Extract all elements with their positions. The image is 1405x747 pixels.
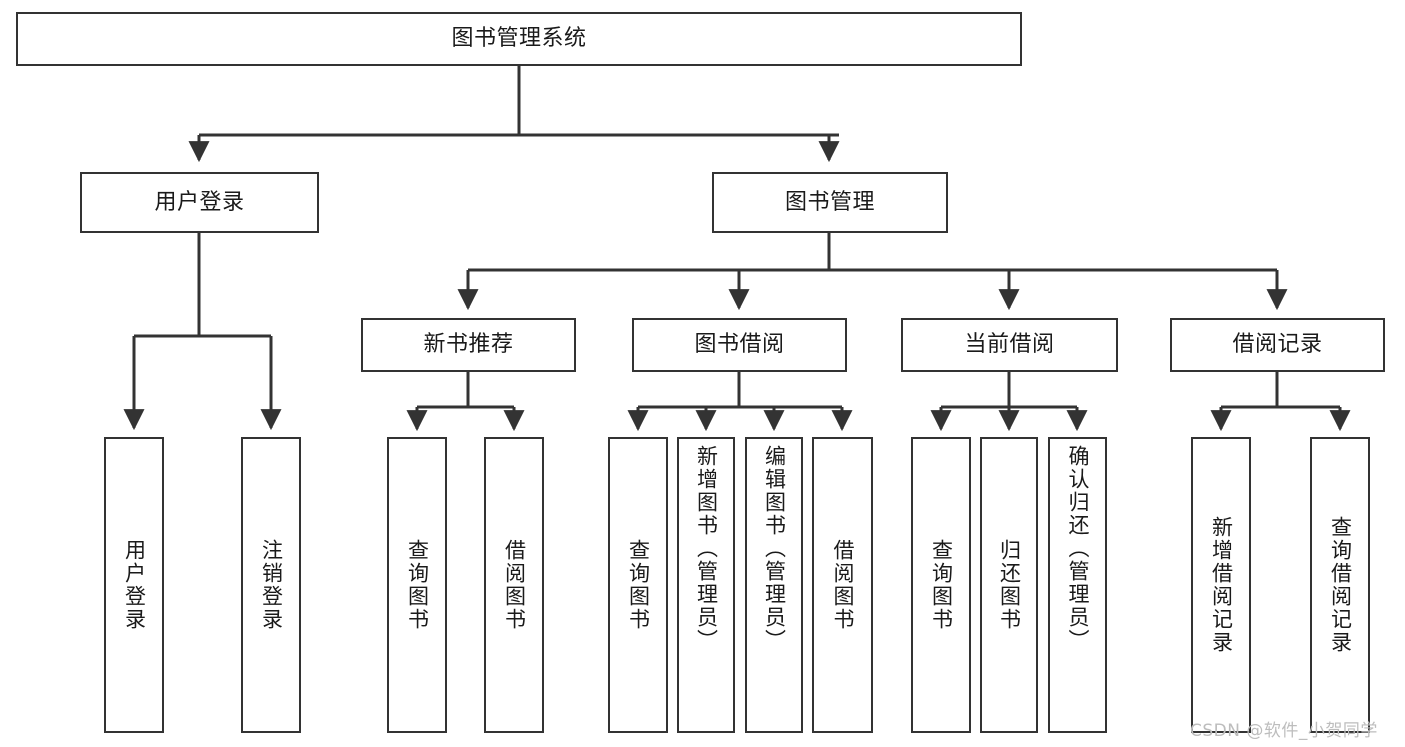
leaf-borrow-query-book[interactable]: 查询图书 xyxy=(608,437,668,733)
leaf-label: 用户登录 xyxy=(122,539,147,631)
leaf-label: 查询图书 xyxy=(929,539,954,631)
leaf-label: 确认归还（管理员） xyxy=(1066,445,1090,652)
leaf-label: 归还图书 xyxy=(997,539,1022,631)
node-borrow-record[interactable]: 借阅记录 xyxy=(1170,318,1385,372)
node-user-login-label: 用户登录 xyxy=(154,189,245,215)
node-root[interactable]: 图书管理系统 xyxy=(16,12,1022,66)
leaf-new-book-borrow[interactable]: 借阅图书 xyxy=(484,437,544,733)
node-user-login[interactable]: 用户登录 xyxy=(80,172,319,233)
node-book-management-label: 图书管理 xyxy=(784,189,875,215)
leaf-current-query-book[interactable]: 查询图书 xyxy=(911,437,971,733)
node-root-label: 图书管理系统 xyxy=(451,26,587,52)
csdn-watermark: CSDN @软件_小贺同学 xyxy=(1190,721,1378,741)
leaf-label: 新增图书（管理员） xyxy=(694,445,719,652)
leaf-borrow-borrow-book[interactable]: 借阅图书 xyxy=(812,437,873,733)
leaf-label: 查询图书 xyxy=(405,539,430,631)
node-book-borrow-label: 图书借阅 xyxy=(694,332,785,358)
leaf-label: 查询图书 xyxy=(626,539,651,631)
leaf-borrow-add-book-admin[interactable]: 新增图书（管理员） xyxy=(677,437,735,733)
node-current-borrow-label: 当前借阅 xyxy=(964,332,1055,358)
node-new-book-recommend[interactable]: 新书推荐 xyxy=(361,318,576,372)
leaf-user-login-logout[interactable]: 注销登录 xyxy=(241,437,301,733)
leaf-user-login-login[interactable]: 用户登录 xyxy=(104,437,164,733)
leaf-label: 借阅图书 xyxy=(502,539,527,631)
leaf-label: 注销登录 xyxy=(259,539,284,631)
node-book-borrow[interactable]: 图书借阅 xyxy=(632,318,847,372)
leaf-current-confirm-return-admin[interactable]: 确认归还（管理员） xyxy=(1048,437,1107,733)
node-new-book-recommend-label: 新书推荐 xyxy=(423,332,514,358)
leaf-new-book-query[interactable]: 查询图书 xyxy=(387,437,447,733)
leaf-record-query-record[interactable]: 查询借阅记录 xyxy=(1310,437,1370,733)
leaf-label: 编辑图书（管理员） xyxy=(762,445,787,652)
node-borrow-record-label: 借阅记录 xyxy=(1232,332,1323,358)
node-book-management[interactable]: 图书管理 xyxy=(712,172,948,233)
leaf-label: 新增借阅记录 xyxy=(1209,516,1234,654)
leaf-current-return-book[interactable]: 归还图书 xyxy=(980,437,1038,733)
leaf-label: 查询借阅记录 xyxy=(1328,516,1353,654)
leaf-borrow-edit-book-admin[interactable]: 编辑图书（管理员） xyxy=(745,437,803,733)
leaf-label: 借阅图书 xyxy=(831,539,855,631)
node-current-borrow[interactable]: 当前借阅 xyxy=(901,318,1118,372)
leaf-record-add-record[interactable]: 新增借阅记录 xyxy=(1191,437,1251,733)
